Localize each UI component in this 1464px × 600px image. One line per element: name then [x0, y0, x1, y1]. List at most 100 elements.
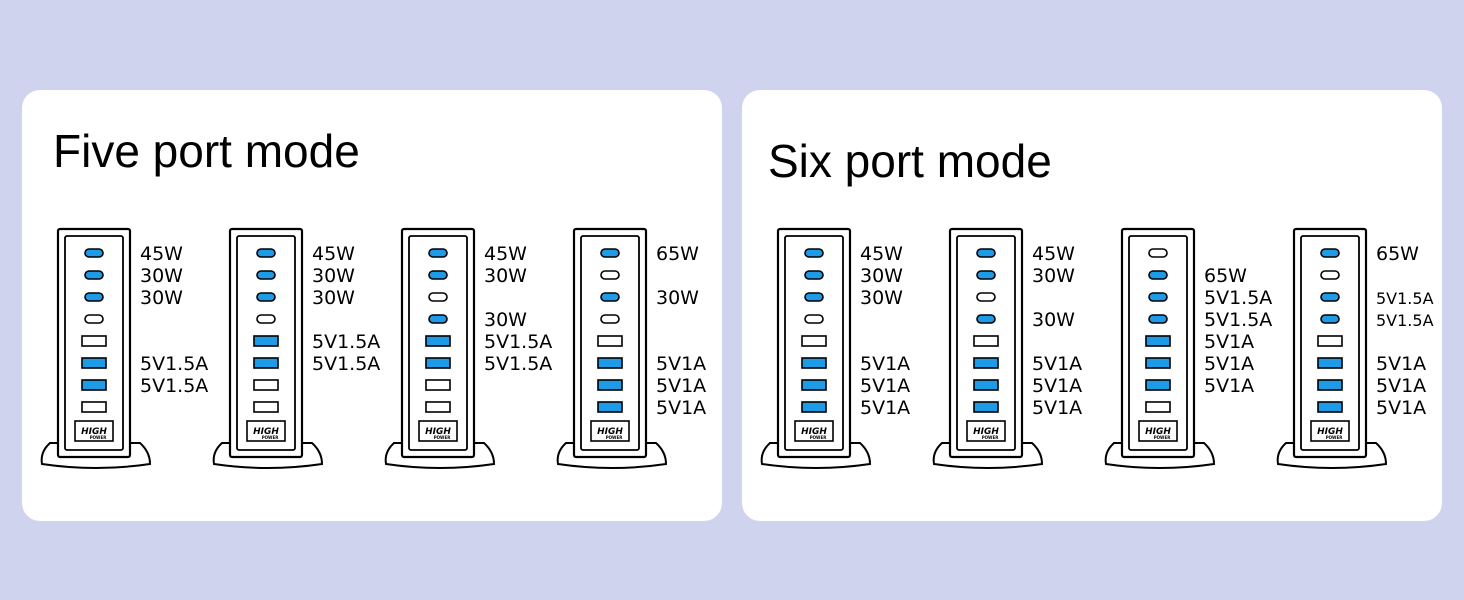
five-port-chargers-diagram: HIGHPOWER45W30W30W5V1.5A5V1.5AHIGHPOWER4… [40, 227, 706, 469]
logo-frame [418, 420, 458, 442]
usb-a-port-active [801, 401, 827, 413]
logo-text: HIGH [801, 427, 827, 437]
usb-c-port-active [1320, 292, 1340, 302]
logo-frame [966, 420, 1006, 442]
logo-subtext: POWER [606, 435, 623, 440]
usb-a-port-inactive [597, 335, 623, 347]
port-output-label: 5V1.5A [484, 331, 552, 353]
usb-a-port-inactive [1317, 335, 1343, 347]
port-output-label: 5V1.5A [312, 331, 380, 353]
usb-c-port-active [428, 314, 448, 324]
logo-subtext: POWER [1326, 435, 1343, 440]
port-output-label: 5V1.5A [484, 353, 552, 375]
usb-c-port-inactive [1148, 248, 1168, 258]
usb-a-port-inactive [425, 379, 451, 391]
port-output-label: 30W [1032, 265, 1075, 287]
usb-a-port-active [973, 357, 999, 369]
usb-c-port-active [428, 248, 448, 258]
usb-c-port-active [804, 248, 824, 258]
usb-c-port-inactive [428, 292, 448, 302]
port-output-label: 45W [140, 243, 183, 265]
logo-frame [74, 420, 114, 442]
logo-text: HIGH [1145, 427, 1171, 437]
usb-c-port-inactive [976, 292, 996, 302]
usb-c-port-active [256, 248, 276, 258]
usb-a-port-inactive [81, 335, 107, 347]
logo-subtext: POWER [90, 435, 107, 440]
port-output-label: 30W [860, 287, 903, 309]
port-output-label: 5V1A [860, 397, 910, 419]
usb-c-port-active [976, 270, 996, 280]
logo-subtext: POWER [1154, 435, 1171, 440]
panel-title-six-port-mode: Six port mode [768, 135, 1052, 187]
usb-a-port-inactive [1145, 401, 1171, 413]
port-output-label: 5V1A [656, 353, 706, 375]
port-output-label: 5V1A [1032, 397, 1082, 419]
logo-text: HIGH [1317, 427, 1343, 437]
port-output-label: 5V1.5A [140, 353, 208, 375]
port-output-label: 5V1.5A [1376, 311, 1434, 330]
port-output-label: 30W [312, 265, 355, 287]
usb-c-port-active [804, 270, 824, 280]
usb-a-port-inactive [253, 379, 279, 391]
port-output-label: 65W [656, 243, 699, 265]
usb-a-port-inactive [973, 335, 999, 347]
usb-c-port-active [1148, 292, 1168, 302]
port-output-label: 5V1A [1204, 353, 1254, 375]
port-output-label: 65W [1376, 243, 1419, 265]
panel-title-five-port-mode: Five port mode [53, 125, 360, 177]
usb-c-port-active [84, 292, 104, 302]
usb-a-port-active [425, 335, 451, 347]
usb-a-port-inactive [425, 401, 451, 413]
port-output-label: 5V1A [860, 375, 910, 397]
logo-text: HIGH [973, 427, 999, 437]
logo-frame [590, 420, 630, 442]
usb-c-port-active [1320, 314, 1340, 324]
usb-c-port-active [1320, 248, 1340, 258]
port-output-label: 5V1A [656, 397, 706, 419]
port-output-label: 5V1A [1376, 375, 1426, 397]
usb-c-port-active [256, 292, 276, 302]
usb-c-port-inactive [1320, 270, 1340, 280]
port-output-label: 5V1.5A [1204, 309, 1272, 331]
usb-a-port-active [1145, 379, 1171, 391]
port-output-label: 5V1.5A [1376, 289, 1434, 308]
usb-a-port-active [1145, 335, 1171, 347]
usb-a-port-active [1317, 401, 1343, 413]
port-output-label: 65W [1204, 265, 1247, 287]
usb-c-port-inactive [256, 314, 276, 324]
usb-a-port-active [597, 379, 623, 391]
port-output-label: 5V1A [1376, 397, 1426, 419]
port-output-label: 5V1A [1032, 353, 1082, 375]
usb-a-port-active [1145, 357, 1171, 369]
logo-text: HIGH [253, 427, 279, 437]
usb-c-port-active [1148, 270, 1168, 280]
logo-frame [794, 420, 834, 442]
logo-subtext: POWER [982, 435, 999, 440]
port-output-label: 5V1.5A [312, 353, 380, 375]
usb-c-port-active [84, 270, 104, 280]
port-output-label: 5V1.5A [1204, 287, 1272, 309]
port-output-label: 30W [484, 309, 527, 331]
port-output-label: 30W [484, 265, 527, 287]
port-output-label: 45W [1032, 243, 1075, 265]
port-output-label: 5V1A [1032, 375, 1082, 397]
usb-a-port-active [597, 357, 623, 369]
usb-c-port-inactive [600, 314, 620, 324]
usb-c-port-active [256, 270, 276, 280]
port-output-label: 30W [312, 287, 355, 309]
port-output-label: 45W [860, 243, 903, 265]
usb-a-port-active [81, 379, 107, 391]
